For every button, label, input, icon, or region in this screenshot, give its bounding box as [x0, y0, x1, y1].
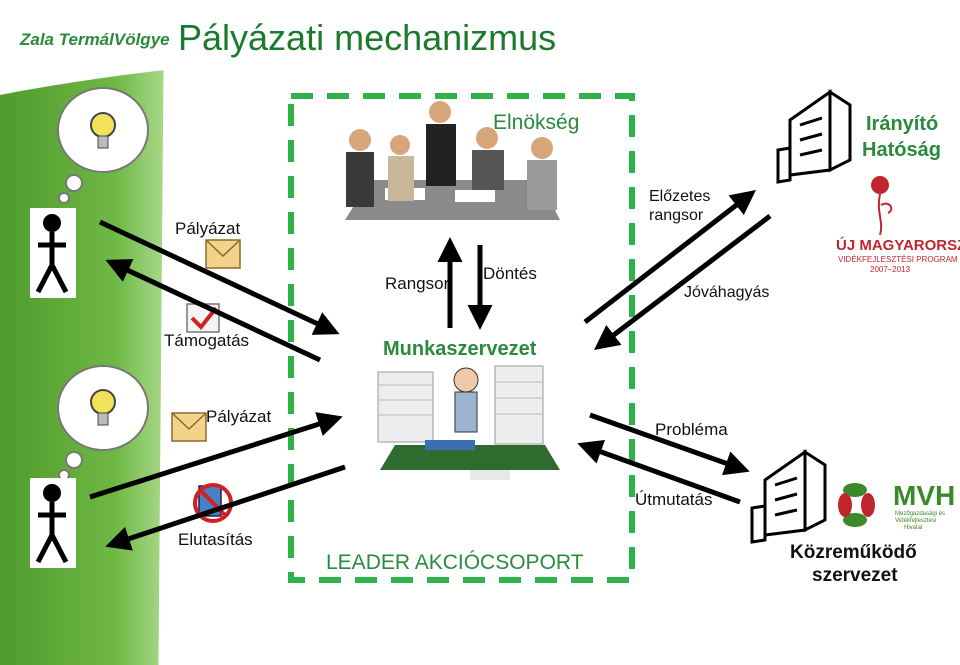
program-logo-sub2: 2007–2013: [870, 265, 911, 274]
mvh-logo-mark: [838, 483, 875, 527]
rose-icon: [871, 176, 893, 236]
idea-bubble-bottom: [57, 365, 149, 481]
intermediary-building-icon: [750, 449, 827, 544]
decision-label: Döntés: [483, 264, 537, 283]
application-label-bottom: Pályázat: [206, 407, 272, 426]
prelim-ranking-line1: Előzetes: [649, 188, 711, 205]
presidency-label: Elnökség: [493, 111, 580, 134]
leader-group-frame: [288, 93, 635, 583]
authority-label-line2: Hatóság: [862, 139, 941, 161]
arrow-approval: [594, 214, 772, 351]
leader-group-label: LEADER AKCIÓCSOPORT: [326, 551, 584, 574]
support-label: Támogatás: [164, 331, 250, 350]
work-organization-label: Munkaszervezet: [383, 338, 537, 360]
prelim-ranking-line2: rangsor: [649, 207, 704, 224]
applicant-figure-top: [30, 208, 76, 298]
checkmark-icon: [186, 303, 220, 333]
authority-label-line1: Irányító: [866, 113, 939, 135]
approval-label: Jóváhagyás: [684, 284, 770, 301]
arrow-problem: [589, 412, 750, 476]
envelope-icon: [171, 412, 207, 442]
flow-arrows: [89, 189, 772, 551]
arrow-prelim-ranking: [583, 189, 756, 324]
board-meeting-illustration: [345, 101, 560, 220]
mvh-sub2: Vidékfejlesztési: [895, 518, 937, 524]
mvh-sub3: Hivatal: [904, 525, 923, 531]
guidance-label: Útmutatás: [635, 490, 713, 509]
application-label-top: Pályázat: [175, 219, 241, 238]
problem-label: Probléma: [655, 420, 728, 439]
logo-text: Zala TermálVölgye: [20, 30, 170, 49]
page-title: Pályázati mechanizmus: [178, 17, 557, 58]
intermediary-line2: szervezet: [812, 565, 898, 586]
arrow-rejection-out: [105, 464, 346, 551]
arrow-application-2-in: [89, 412, 343, 500]
applicant-figure-bottom: [30, 478, 76, 568]
program-logo-title: ÚJ MAGYARORSZÁG: [836, 237, 960, 254]
intermediary-line1: Közreműködő: [790, 542, 917, 563]
arrow-support-out: [105, 259, 322, 363]
mvh-sub1: Mezőgazdasági és: [895, 511, 946, 517]
program-logo-sub1: VIDÉKFEJLESZTÉSI PROGRAM: [838, 255, 958, 264]
arrow-application-in: [98, 219, 340, 335]
clerk-paperwork-illustration: [377, 365, 560, 480]
authority-building-icon: [776, 89, 852, 184]
mvh-logo-text: MVH: [893, 480, 956, 511]
envelope-icon: [205, 239, 241, 269]
rejection-label: Elutasítás: [178, 530, 253, 549]
idea-bubble-top: [57, 87, 149, 204]
ranking-label: Rangsor: [385, 274, 450, 293]
arrow-guidance: [577, 440, 741, 505]
